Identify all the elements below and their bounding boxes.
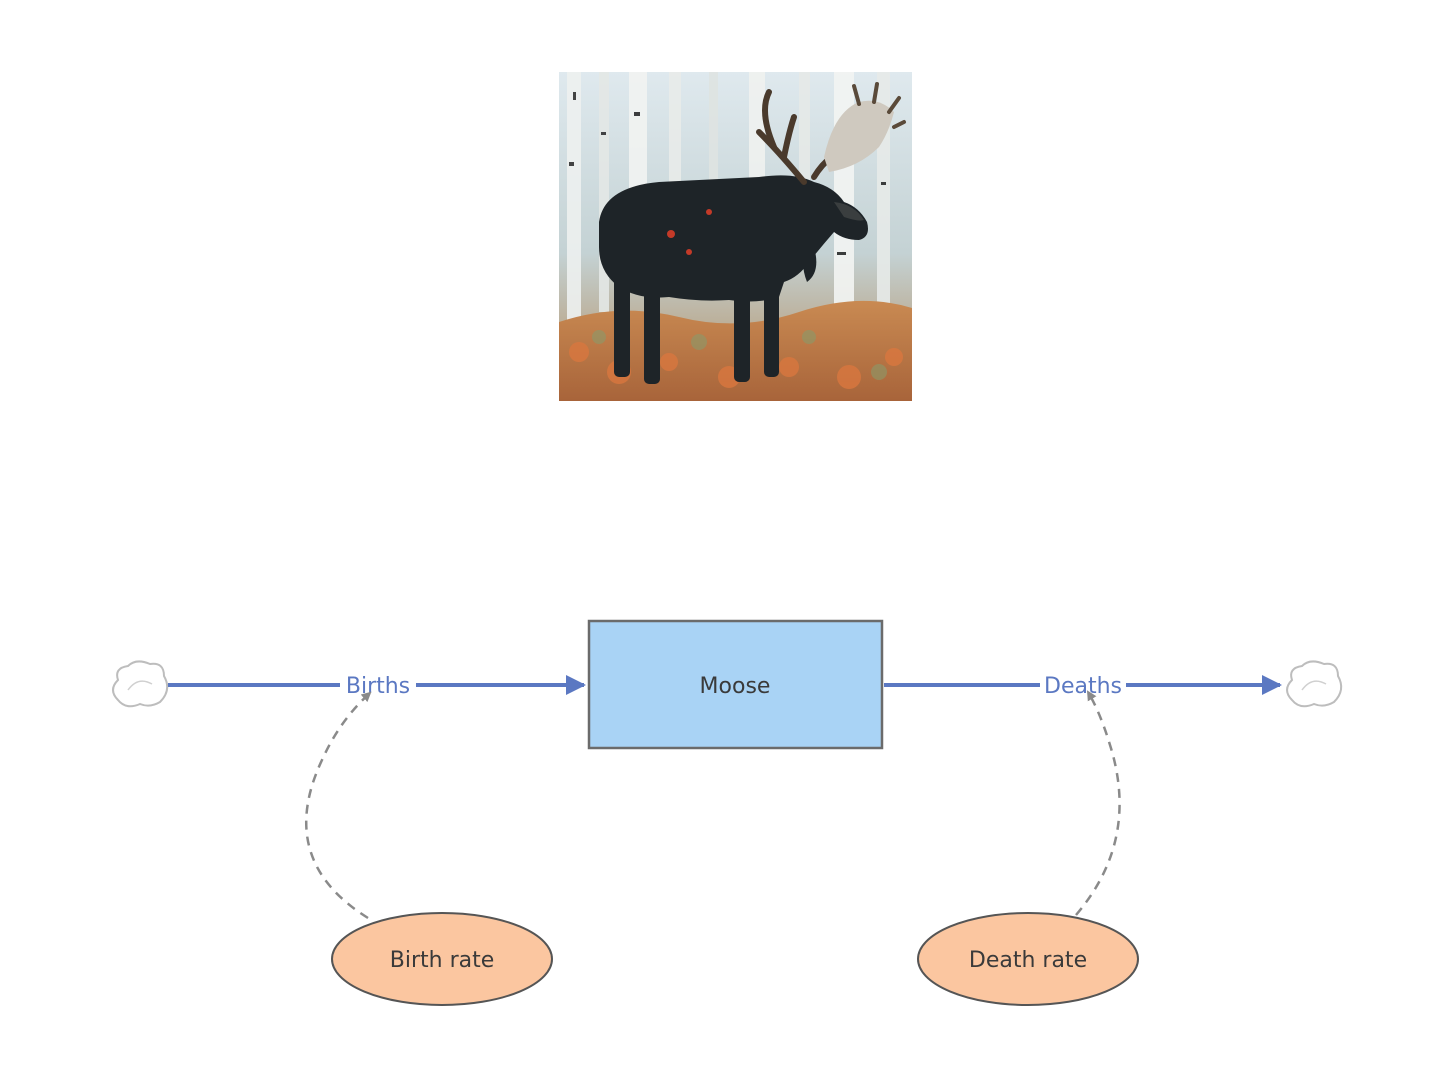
death-rate-variable[interactable] bbox=[917, 912, 1139, 1006]
birth-rate-variable[interactable] bbox=[331, 912, 553, 1006]
moose-stock-label: Moose bbox=[700, 674, 771, 699]
death-rate-label: Death rate bbox=[969, 948, 1087, 973]
birth-rate-link[interactable] bbox=[304, 691, 372, 920]
source-cloud-icon bbox=[112, 660, 169, 708]
death-rate-link[interactable] bbox=[1075, 690, 1121, 916]
birth-rate-label: Birth rate bbox=[390, 948, 495, 973]
births-label: Births bbox=[346, 674, 410, 699]
deaths-label: Deaths bbox=[1044, 674, 1122, 699]
moose-photo bbox=[559, 72, 912, 401]
moose-stock[interactable] bbox=[587, 619, 884, 750]
sink-cloud-icon bbox=[1286, 660, 1343, 708]
